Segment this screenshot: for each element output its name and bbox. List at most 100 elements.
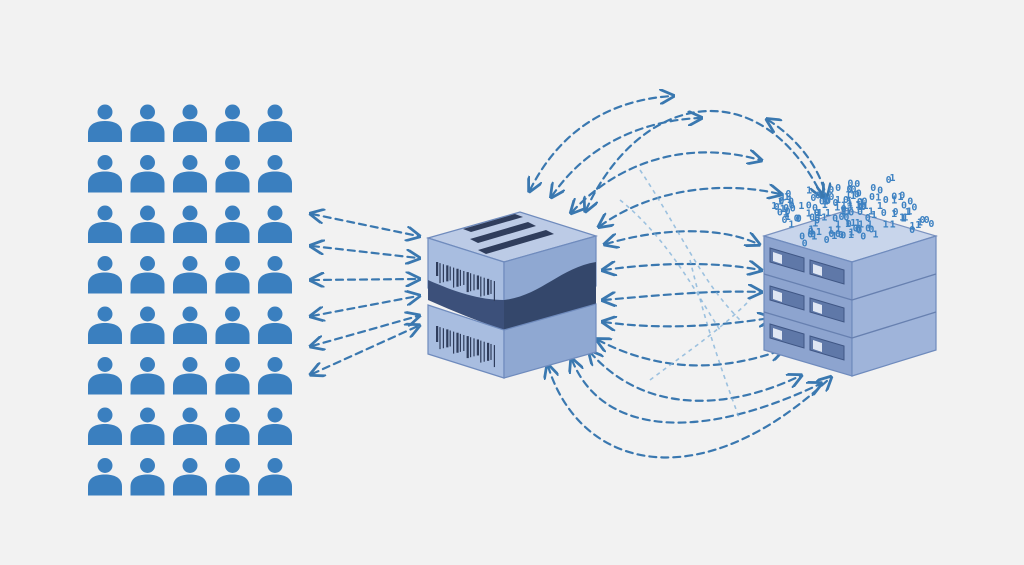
barcode-bar [459, 269, 461, 286]
binary-digit: 0 [843, 195, 849, 206]
binary-digit: 0 [870, 183, 876, 194]
binary-digit: 1 [855, 200, 861, 211]
barcode-bar [456, 332, 459, 353]
drive-light [773, 252, 782, 264]
binary-digit: 1 [788, 220, 794, 231]
bidirectional-arrow [598, 340, 782, 367]
drive-light [773, 290, 782, 302]
binary-digit: 0 [883, 195, 889, 206]
binary-digit: 0 [777, 208, 783, 219]
binary-digit: 0 [828, 192, 834, 203]
barcode-bar [483, 341, 485, 362]
person-icon [130, 407, 165, 445]
binary-digit: 0 [799, 231, 805, 242]
barcode-bar [483, 277, 485, 296]
binary-digit: 1 [798, 201, 804, 212]
binary-digit: 1 [784, 209, 790, 220]
barcode-pattern [436, 262, 495, 368]
binary-digit: 0 [828, 185, 834, 196]
binary-digit: 1 [871, 210, 877, 221]
binary-digit: 0 [860, 202, 866, 213]
binary-digit: 1 [891, 209, 897, 220]
binary-digit: 1 [850, 191, 856, 202]
binary-digit: 0 [891, 191, 897, 202]
binary-digit: 1 [863, 201, 869, 212]
binary-digit: 1 [906, 207, 912, 218]
binary-digit: 0 [814, 208, 820, 219]
person-icon [173, 155, 207, 193]
binary-digit: 0 [802, 239, 808, 250]
bidirectional-arrow [312, 316, 418, 346]
binary-digit: 1 [845, 207, 851, 218]
barcode-bar [476, 275, 479, 290]
binary-digit: 1 [812, 218, 818, 229]
bidirectional-arrow [312, 296, 418, 316]
person-icon [173, 357, 207, 395]
barcode-bar [473, 338, 475, 357]
binary-digit: 1 [840, 206, 846, 217]
binary-digit: 0 [828, 229, 834, 240]
person-icon [258, 407, 292, 445]
binary-digit: 0 [810, 230, 816, 241]
binary-digit: 1 [857, 202, 863, 213]
barcode-bar [493, 281, 495, 302]
barcode-bar [470, 273, 472, 292]
binary-digit: 0 [928, 219, 934, 230]
binary-digit: 1 [811, 232, 817, 243]
person-icon [258, 104, 292, 142]
barcode-bar [456, 268, 459, 287]
binary-digit: 1 [806, 208, 812, 219]
binary-digit: 0 [865, 213, 871, 224]
binary-digit: 0 [881, 208, 887, 219]
bidirectional-arrow [604, 292, 760, 300]
binary-digit: 1 [835, 220, 841, 231]
person-icon [88, 357, 122, 395]
binary-digit: 1 [778, 197, 784, 208]
barcode-bar [449, 330, 451, 347]
binary-digit: 1 [873, 230, 879, 241]
binary-digit: 1 [822, 200, 828, 211]
binary-digit: 1 [822, 196, 828, 207]
binary-digit: 0 [814, 213, 820, 224]
binary-digit: 1 [909, 221, 915, 232]
binary-digit: 1 [821, 213, 827, 224]
binary-digit: 1 [850, 218, 856, 229]
person-icon [88, 306, 122, 344]
barcode-bar [449, 266, 451, 281]
barcode-bar [436, 326, 439, 342]
faint-connection [639, 169, 741, 321]
binary-digit: 1 [858, 219, 864, 230]
binary-digit: 1 [842, 207, 848, 218]
binary-digit: 1 [817, 208, 823, 219]
bidirectional-arrow [312, 279, 418, 280]
person-icon [215, 357, 250, 395]
binary-digit: 0 [856, 189, 862, 200]
binary-digit: 0 [839, 212, 845, 223]
binary-digit: 1 [845, 219, 851, 230]
binary-digit: 0 [789, 201, 795, 212]
binary-digit: 1 [859, 202, 865, 213]
bidirectional-arrow [604, 264, 760, 270]
binary-digit: 0 [886, 175, 892, 186]
binary-digit: 0 [846, 219, 852, 230]
binary-digit: 0 [806, 201, 812, 212]
binary-digit: 1 [822, 191, 828, 202]
binary-digit: 1 [787, 195, 793, 206]
person-icon [130, 357, 165, 395]
binary-digit: 0 [814, 216, 820, 227]
binary-digit: 0 [790, 204, 796, 215]
binary-digit: 0 [877, 185, 883, 196]
binary-digit: 0 [824, 235, 830, 246]
bidirectional-arrow [312, 326, 418, 374]
binary-digit: 0 [909, 225, 915, 236]
binary-digit: 0 [856, 225, 862, 236]
person-icon [215, 205, 250, 243]
person-icon [215, 256, 250, 294]
binary-digit: 1 [855, 218, 861, 229]
binary-digit: 1 [899, 213, 905, 224]
bidirectional-arrow [604, 318, 770, 326]
binary-digit: 1 [780, 204, 786, 215]
binary-digit: 0 [824, 195, 830, 206]
